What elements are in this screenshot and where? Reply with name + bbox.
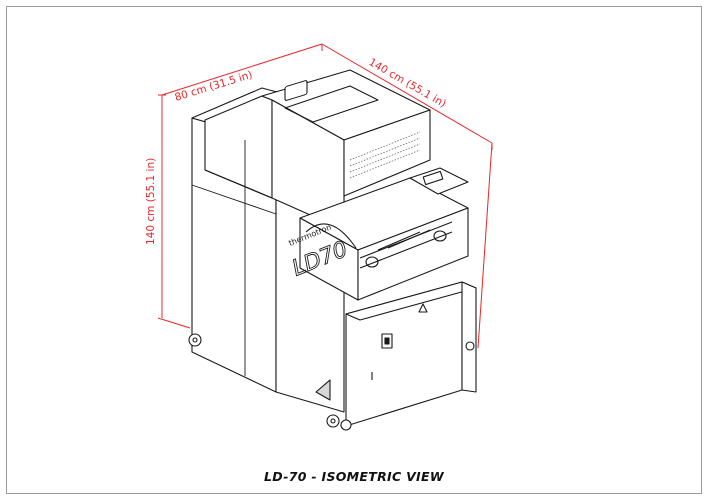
drawing-caption: LD-70 - ISOMETRIC VIEW bbox=[264, 469, 444, 484]
tunnel-arch bbox=[305, 223, 357, 249]
height-dimension-label: 140 cm (55.1 in) bbox=[145, 158, 157, 245]
control-panel bbox=[409, 167, 469, 195]
hood-right bbox=[343, 109, 431, 197]
hood-vent-slot bbox=[284, 85, 379, 123]
conveyor-rollers bbox=[359, 221, 453, 269]
vent-grille bbox=[349, 131, 421, 179]
casters bbox=[188, 333, 475, 431]
warning-symbol bbox=[418, 303, 428, 313]
drawing-frame bbox=[6, 6, 702, 494]
electrical-box-side bbox=[461, 281, 477, 393]
machine-drawing bbox=[188, 69, 477, 431]
control-display bbox=[422, 170, 444, 186]
hood-handle bbox=[284, 80, 308, 101]
corner-vent bbox=[315, 379, 331, 401]
dimension-lines bbox=[157, 43, 493, 349]
